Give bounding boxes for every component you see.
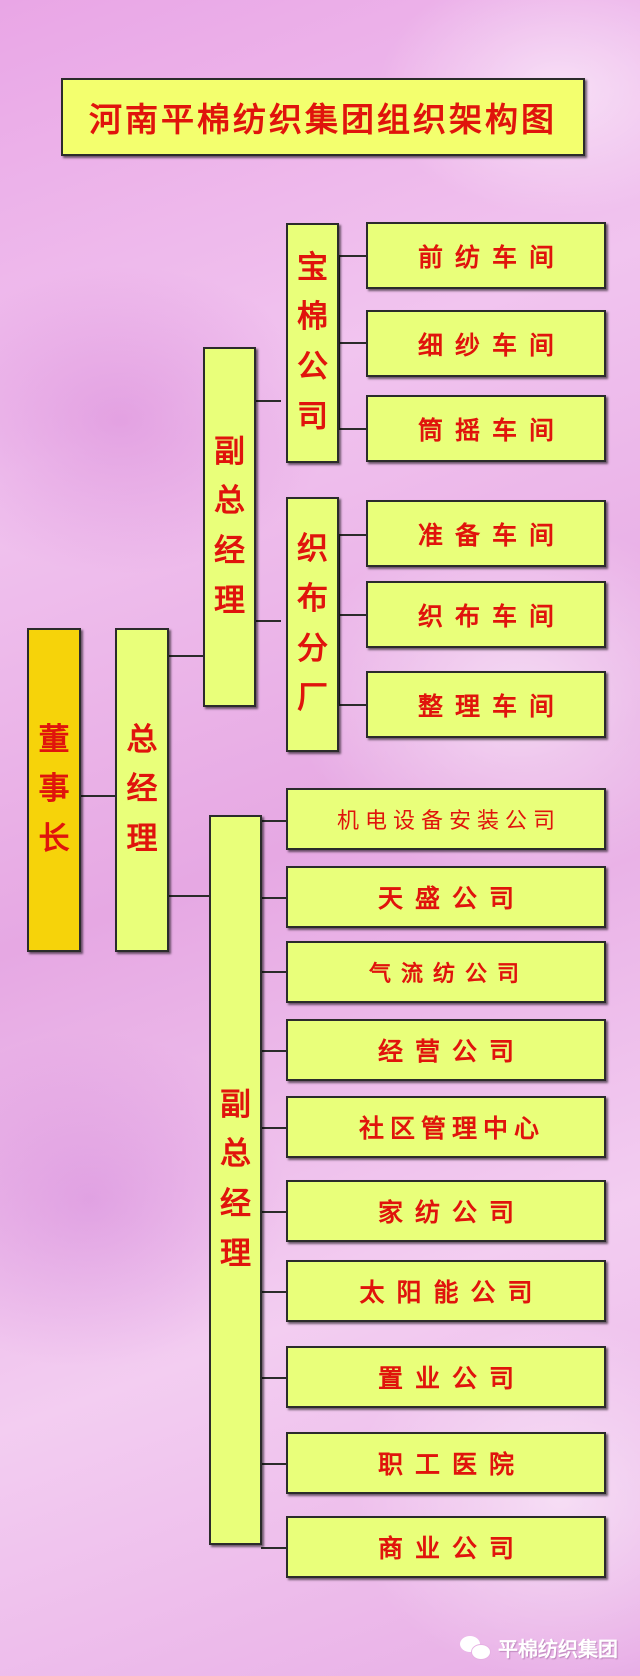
workshop-label: 筒摇车间 [417,415,566,445]
connector-baomian-bus [338,342,366,344]
connector-vp-bottom-bus [261,1211,287,1213]
vp-bottom-char: 理 [220,1235,251,1272]
connector-zhibu-bus [338,614,366,616]
workshop-label: 细纱车间 [417,330,566,360]
watermark-text: 平棉纺织集团 [498,1637,618,1661]
vp-top-char: 副 [214,433,245,470]
connector-vp-bottom-bus [261,1463,287,1465]
zhibu-char: 织 [297,531,328,568]
vp-bottom-box: 副 总 经 理 [209,815,262,1545]
company-label: 家纺公司 [377,1198,526,1227]
company-label: 职工医院 [377,1450,526,1479]
workshop-box: 前纺车间 [366,222,606,289]
general-manager-box: 总 经 理 [115,628,169,952]
chart-title-text: 河南平棉纺织集团组织架构图 [89,100,557,139]
zhibu-factory-box: 织 布 分 厂 [286,497,339,752]
company-box: 太阳能公司 [286,1260,606,1322]
zhibu-char: 分 [297,630,328,667]
zhibu-char: 厂 [297,680,328,717]
workshop-box: 织布车间 [366,581,606,648]
zhibu-char: 布 [297,580,328,617]
connector-vp-bottom-bus [261,1127,287,1129]
gm-char: 理 [126,820,158,857]
company-box: 商业公司 [286,1516,606,1578]
company-box: 天盛公司 [286,866,606,928]
connector-zhibu-bus [338,534,366,536]
workshop-label: 前纺车间 [417,242,566,272]
gm-char: 总 [126,721,158,758]
company-box: 置业公司 [286,1346,606,1408]
company-label: 社区管理中心 [358,1114,545,1143]
workshop-box: 细纱车间 [366,310,606,377]
company-label: 商业公司 [377,1534,526,1563]
company-label: 天盛公司 [377,884,526,913]
watermark: 平棉纺织集团 [460,1633,618,1662]
baomian-char: 棉 [297,299,328,336]
workshop-label: 准备车间 [417,520,566,550]
connector-zhibu-bus [338,534,340,706]
vp-top-box: 副 总 经 理 [203,347,256,707]
connector-gm-vp-top [167,655,203,657]
company-box: 职工医院 [286,1432,606,1494]
connector-vp-bottom-bus [261,1377,287,1379]
connector-vp-bottom-bus [261,1547,287,1549]
workshop-label: 织布车间 [417,601,566,631]
company-label: 机电设备安装公司 [336,809,561,834]
company-box: 社区管理中心 [286,1096,606,1158]
company-box: 经营公司 [286,1019,606,1081]
workshop-box: 准备车间 [366,500,606,567]
connector-vp-bottom-bus [261,897,287,899]
connector-baomian-bus [338,255,366,257]
workshop-box: 筒摇车间 [366,395,606,462]
company-box: 家纺公司 [286,1180,606,1242]
vp-bottom-char: 总 [220,1136,251,1173]
chairman-char: 长 [38,820,70,857]
workshop-box: 整理车间 [366,671,606,738]
connector-chairman-gm [80,795,115,797]
connector-baomian-bus [338,428,366,430]
company-label: 气流纺公司 [368,962,529,987]
baomian-char: 公 [297,349,328,385]
connector-zhibu-bus [338,704,366,706]
vp-top-char: 理 [214,582,245,619]
connector-vp-bottom-bus [261,1291,287,1293]
connector-vp-top-bus [255,620,281,622]
company-box: 机电设备安装公司 [286,788,606,850]
workshop-label: 整理车间 [417,691,566,721]
vp-top-char: 经 [214,533,245,569]
connector-vp-bottom-bus [261,971,287,973]
company-label: 太阳能公司 [359,1278,545,1307]
chairman-box: 董 事 长 [27,628,81,952]
gm-char: 经 [126,771,158,808]
baomian-char: 司 [297,398,328,435]
vp-bottom-char: 经 [220,1186,251,1222]
chairman-char: 董 [38,721,70,758]
wechat-icon [460,1635,491,1660]
chart-title: 河南平棉纺织集团组织架构图 [61,78,585,156]
vp-bottom-char: 副 [220,1086,251,1123]
connector-gm-vp-bottom [167,895,209,897]
connector-vp-bottom-bus [261,1050,287,1052]
chairman-char: 事 [38,771,70,808]
baomian-char: 宝 [297,249,328,286]
baomian-company-box: 宝 棉 公 司 [286,223,339,463]
company-label: 置业公司 [377,1364,526,1393]
company-label: 经营公司 [377,1037,526,1066]
company-box: 气流纺公司 [286,941,606,1003]
vp-top-char: 总 [214,483,245,520]
connector-vp-bottom-bus [261,820,287,822]
connector-vp-top-bus [255,400,281,402]
